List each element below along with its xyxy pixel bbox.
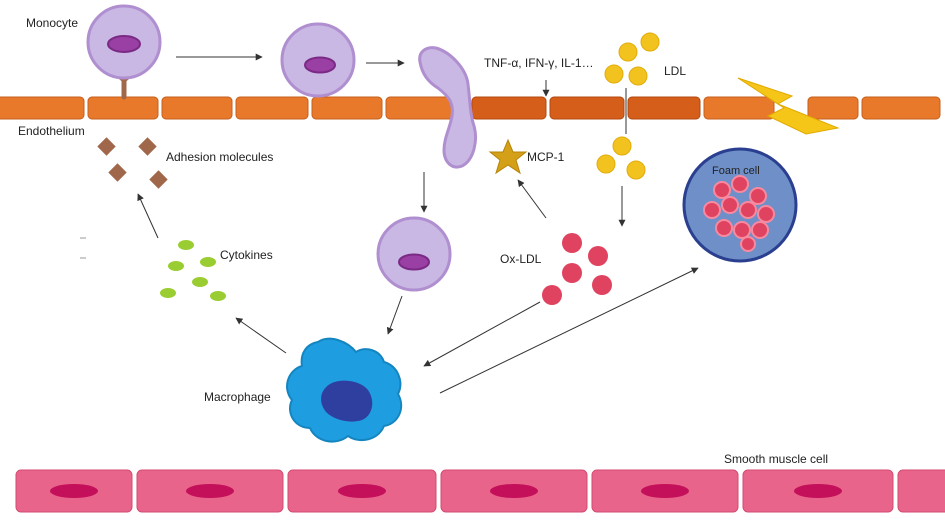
endothelial-cell: [0, 96, 85, 120]
arrows: [137, 53, 699, 394]
cytokines: [160, 240, 226, 301]
lipid-droplet: [713, 181, 731, 199]
ox-ldl-particle: [562, 263, 582, 283]
endothelium-label: Endothelium: [18, 124, 85, 138]
ox-ldl-particle: [592, 275, 612, 295]
macrophage-nucleus: [321, 380, 373, 422]
adhesion-molecule: [149, 170, 168, 189]
cytokine: [192, 277, 208, 287]
star-icon: [488, 138, 528, 175]
lipid-droplet: [751, 221, 769, 239]
arrow: [235, 317, 287, 354]
monocyte-nucleus: [304, 56, 336, 74]
smooth-muscle-nucleus: [490, 484, 538, 498]
lipid-droplet: [757, 205, 775, 223]
cytokine: [200, 257, 216, 267]
endothelial-cell: [807, 96, 859, 120]
arrow: [386, 295, 403, 335]
endothelial-cell: [861, 96, 941, 120]
ldl-particle: [618, 42, 638, 62]
endothelial-cell: [311, 96, 383, 120]
macrophage-label: Macrophage: [204, 390, 271, 404]
foam-cell-label: Foam cell: [712, 165, 760, 177]
cytokine: [178, 240, 194, 250]
ldl-particle: [640, 32, 660, 52]
adhesion-molecules: [97, 137, 168, 189]
endothelial-cell: [87, 96, 159, 120]
adhesion-molecule: [108, 163, 127, 182]
mcp1-label: MCP-1: [527, 150, 565, 164]
inflammatory-signals-label: TNF-α, IFN-γ, IL-1…: [484, 56, 594, 70]
monocyte-label: Monocyte: [26, 16, 79, 30]
lipid-droplet: [739, 201, 757, 219]
smooth-muscle-nucleus: [186, 484, 234, 498]
ldl-particle: [596, 154, 616, 174]
adhesion-molecule: [97, 137, 116, 156]
cytokine: [210, 291, 226, 301]
lipid-droplet: [721, 196, 739, 214]
endothelial-cell: [235, 96, 309, 120]
smooth-muscle-nucleus: [50, 484, 98, 498]
ldl-particles: [596, 32, 660, 180]
lipid-droplet: [703, 201, 721, 219]
arrow: [517, 179, 547, 219]
endothelial-cell-activated: [471, 96, 547, 120]
ox-ldl-particles: [542, 233, 612, 305]
ldl-particle: [628, 66, 648, 86]
adhesion-molecule: [138, 137, 157, 156]
foam-cell: [682, 147, 798, 263]
macrophage: [286, 337, 403, 443]
lightning-icon: [737, 77, 840, 135]
ldl-particle: [604, 64, 624, 84]
monocyte-subendothelial: [376, 216, 452, 292]
lipid-droplet: [733, 221, 751, 239]
ldl-label: LDL: [664, 64, 687, 78]
smooth-muscle-cell-label: Smooth muscle cell: [724, 452, 829, 466]
cytokines-label: Cytokines: [220, 248, 273, 262]
smooth-muscle-nucleus: [794, 484, 842, 498]
arrow: [137, 193, 159, 239]
smooth-muscle-nucleus: [338, 484, 386, 498]
smooth-muscle-layer: [15, 469, 945, 513]
lipid-droplet: [731, 175, 749, 193]
smooth-muscle-cell: [897, 469, 945, 513]
ldl-particle: [626, 160, 646, 180]
monocyte-nucleus: [398, 253, 430, 271]
endothelial-cell: [703, 96, 775, 120]
cytokine: [168, 261, 184, 271]
ox-ldl-particle: [542, 285, 562, 305]
endothelial-cell: [161, 96, 233, 120]
ox-ldl-particle: [588, 246, 608, 266]
adhesion-molecules-label: Adhesion molecules: [166, 150, 274, 164]
arrow: [439, 267, 699, 394]
monocyte-nucleus: [107, 35, 141, 53]
cytokine: [160, 288, 176, 298]
lipid-droplet: [740, 236, 756, 252]
ox-ldl-label: Ox-LDL: [500, 252, 542, 266]
monocyte-transmigrating: [418, 46, 477, 169]
lipid-droplet: [749, 187, 767, 205]
endothelial-cell-activated: [549, 96, 625, 120]
endothelial-cell-activated: [627, 96, 701, 120]
smooth-muscle-nucleus: [641, 484, 689, 498]
ldl-particle: [612, 136, 632, 156]
lipid-droplet: [715, 219, 733, 237]
arrow: [423, 301, 541, 367]
ox-ldl-particle: [562, 233, 582, 253]
monocyte-circulating: [86, 4, 162, 100]
endothelium-layer: [0, 96, 941, 120]
monocyte-rolling: [280, 22, 356, 98]
